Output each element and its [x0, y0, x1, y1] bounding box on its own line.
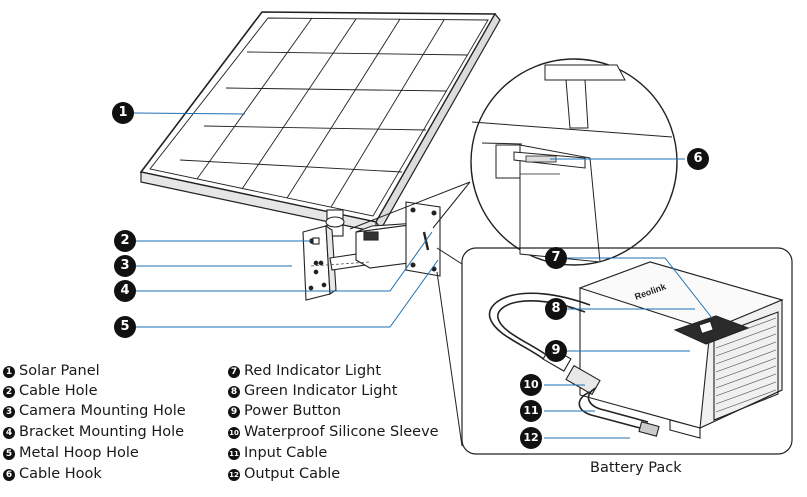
- legend-number: 6: [3, 469, 15, 481]
- legend-label: Cable Hole: [19, 383, 98, 399]
- legend-item-output-cable: 12 Output Cable: [228, 465, 340, 483]
- callout-12: 12: [520, 427, 542, 449]
- legend-item-solar-panel: 1 Solar Panel: [3, 362, 100, 380]
- legend-number: 9: [228, 406, 240, 418]
- battery-pack: [488, 261, 784, 439]
- legend-number: 5: [3, 448, 15, 460]
- legend-item-cable-hole: 2 Cable Hole: [3, 382, 98, 400]
- detail-zoom-circle: [349, 58, 678, 266]
- legend-item-bracket-mounting-hole: 4 Bracket Mounting Hole: [3, 423, 184, 441]
- callout-8: 8: [545, 298, 567, 320]
- callout-5: 5: [114, 316, 136, 338]
- callout-6: 6: [687, 148, 709, 170]
- callout-1: 1: [112, 102, 134, 124]
- battery-pack-caption: Battery Pack: [590, 460, 682, 476]
- legend-number: 10: [228, 427, 240, 439]
- legend-label: Waterproof Silicone Sleeve: [244, 424, 439, 440]
- legend-label: Input Cable: [244, 445, 328, 461]
- legend-number: 3: [3, 406, 15, 418]
- legend-item-camera-mounting-hole: 3 Camera Mounting Hole: [3, 402, 186, 420]
- legend-label: Camera Mounting Hole: [19, 403, 186, 419]
- leader-5: [136, 259, 439, 328]
- battery-pack-panel: [436, 247, 793, 455]
- legend-label: Power Button: [244, 403, 342, 419]
- leader-1: [133, 112, 246, 115]
- legend-label: Metal Hoop Hole: [19, 445, 139, 461]
- callout-7: 7: [545, 247, 567, 269]
- vent-grille: [715, 317, 777, 413]
- legend-label: Red Indicator Light: [244, 363, 382, 379]
- legend-item-green-indicator-light: 8 Green Indicator Light: [228, 382, 397, 400]
- callout-9: 9: [545, 340, 567, 362]
- leader-7: [566, 257, 713, 319]
- callout-4: 4: [114, 280, 136, 302]
- legend-number: 11: [228, 448, 240, 460]
- legend-item-input-cable: 11 Input Cable: [228, 444, 327, 462]
- leader-lines: [133, 112, 713, 439]
- legend-label: Cable Hook: [19, 466, 102, 482]
- legend-item-waterproof-silicone-sleeve: 10 Waterproof Silicone Sleeve: [228, 423, 439, 441]
- solar-panel: [139, 11, 501, 233]
- legend-label: Bracket Mounting Hole: [19, 424, 185, 440]
- legend-label: Output Cable: [244, 466, 341, 482]
- callout-11: 11: [520, 400, 542, 422]
- legend-item-metal-hoop-hole: 5 Metal Hoop Hole: [3, 444, 139, 462]
- legend-item-power-button: 9 Power Button: [228, 402, 341, 420]
- legend-item-cable-hook: 6 Cable Hook: [3, 465, 102, 483]
- legend-label: Green Indicator Light: [244, 383, 398, 399]
- callout-3: 3: [114, 255, 136, 277]
- legend-number: 4: [3, 427, 15, 439]
- legend-number: 7: [228, 366, 240, 378]
- leader-4: [136, 231, 433, 292]
- legend-label: Solar Panel: [19, 363, 100, 379]
- legend-item-red-indicator-light: 7 Red Indicator Light: [228, 362, 381, 380]
- legend-number: 8: [228, 386, 240, 398]
- callout-2: 2: [114, 230, 136, 252]
- legend-number: 1: [3, 366, 15, 378]
- callout-10: 10: [520, 374, 542, 396]
- mounting-bracket: [302, 201, 441, 301]
- legend-number: 2: [3, 386, 15, 398]
- legend-number: 12: [228, 469, 240, 481]
